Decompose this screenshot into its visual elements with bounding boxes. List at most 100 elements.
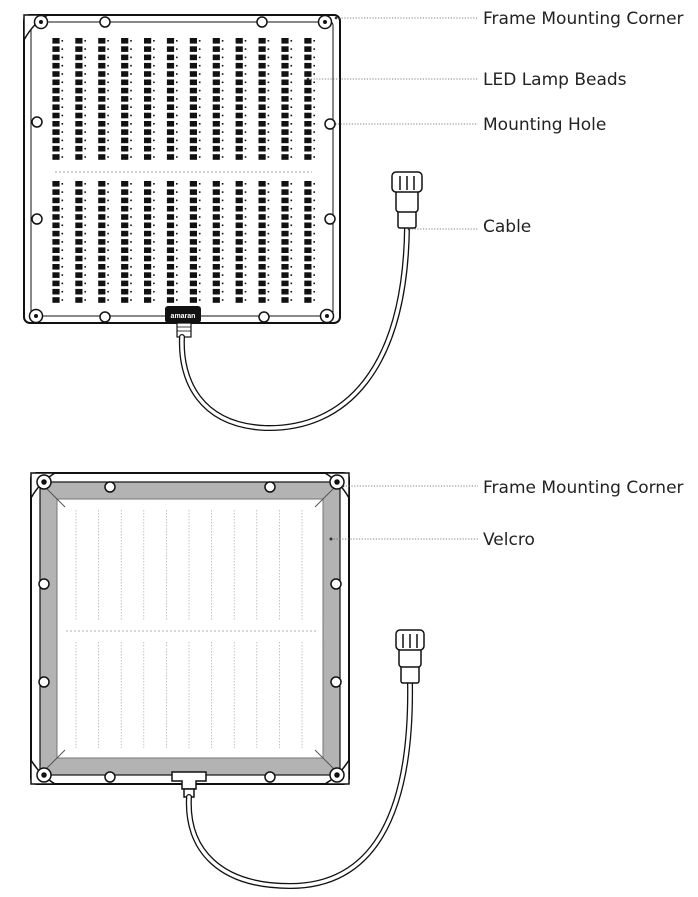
led-bead (98, 62, 106, 69)
led-bead-dot (198, 81, 201, 84)
led-bead (166, 264, 175, 270)
led-bead-dot (290, 207, 293, 210)
led-bead-dot (313, 224, 315, 227)
led-bead (258, 181, 266, 187)
led-bead (304, 255, 312, 262)
led-bead-dot (244, 282, 247, 285)
led-bead (281, 62, 289, 69)
led-bead (258, 189, 266, 195)
led-bead (166, 189, 175, 195)
led-bead (189, 137, 197, 144)
led-bead-dot (313, 216, 315, 218)
led-bead-dot (130, 147, 132, 150)
led-bead-dot (107, 40, 109, 42)
led-bead (212, 222, 220, 229)
led-bead (144, 62, 152, 69)
led-bead (98, 247, 106, 253)
led-bead (281, 112, 289, 119)
led-bead (258, 247, 266, 253)
led-bead-dot (130, 299, 132, 301)
led-bead-dot (313, 147, 315, 150)
led-bead-dot (244, 131, 247, 133)
led-bead-dot (267, 282, 270, 285)
led-bead (212, 129, 220, 135)
led-bead-dot (107, 191, 109, 193)
led-bead (189, 255, 197, 262)
led-bead (166, 38, 175, 44)
led-bead-dot (221, 81, 224, 84)
led-bead-dot (107, 147, 109, 150)
led-bead (189, 112, 197, 119)
led-bead (212, 205, 220, 212)
led-bead (121, 154, 129, 160)
led-bead (166, 71, 175, 77)
led-bead (144, 255, 152, 262)
led-bead (258, 71, 266, 77)
led-bead (121, 62, 129, 69)
led-bead (75, 280, 83, 287)
led-bead (235, 129, 243, 135)
led-bead-dot (107, 282, 109, 285)
led-bead (281, 214, 289, 220)
led-bead (75, 62, 83, 69)
led-bead-dot (313, 56, 315, 59)
led-bead (235, 145, 243, 152)
led-bead-dot (176, 81, 178, 84)
led-bead-dot (61, 40, 64, 42)
led-bead (235, 87, 243, 94)
led-bead-dot (221, 191, 224, 193)
led-bead-dot (130, 232, 132, 235)
led-bead (304, 87, 312, 94)
led-bead (212, 87, 220, 94)
led-bead (304, 129, 312, 135)
led-bead-dot (176, 241, 178, 243)
led-bead (52, 239, 60, 245)
led-bead (189, 121, 197, 127)
led-bead (258, 230, 266, 237)
led-bead-dot (198, 106, 201, 108)
led-bead-dot (130, 81, 132, 84)
led-bead-dot (84, 156, 86, 158)
led-bead-dot (290, 48, 293, 50)
led-bead-dot (267, 183, 270, 185)
led-bead-dot (221, 249, 224, 251)
led-bead-dot (290, 290, 293, 293)
led-bead (75, 197, 83, 204)
led-bead-dot (267, 241, 270, 243)
led-bead (52, 288, 60, 295)
led-bead-dot (198, 241, 201, 243)
led-bead (121, 230, 129, 237)
callout-led-lamp-beads: LED Lamp Beads (483, 70, 627, 90)
led-bead-dot (221, 123, 224, 125)
led-bead (75, 288, 83, 295)
led-bead (258, 79, 266, 86)
led-bead-dot (130, 56, 132, 59)
led-bead (52, 197, 60, 204)
led-bead (98, 96, 106, 102)
led-bead-dot (290, 249, 293, 251)
led-bead-dot (221, 274, 224, 276)
mounting-hole (99, 311, 111, 323)
led-bead (281, 197, 289, 204)
led-bead-dot (244, 241, 247, 243)
led-bead-dot (153, 123, 155, 125)
led-bead (212, 54, 220, 61)
back-view-illustration (30, 472, 425, 890)
led-bead (304, 154, 312, 160)
led-bead-dot (221, 147, 224, 150)
led-bead (75, 87, 83, 94)
led-bead (98, 104, 106, 110)
led-bead-dot (61, 249, 64, 251)
led-bead (144, 79, 152, 86)
led-bead (166, 222, 175, 229)
led-bead (189, 205, 197, 212)
led-bead (304, 222, 312, 229)
led-bead (98, 71, 106, 77)
led-bead-dot (84, 89, 86, 92)
led-bead-dot (84, 123, 86, 125)
led-bead-dot (107, 98, 109, 100)
led-bead-dot (198, 191, 201, 193)
led-bead (258, 54, 266, 61)
led-bead-dot (130, 123, 132, 125)
led-bead (166, 255, 175, 262)
